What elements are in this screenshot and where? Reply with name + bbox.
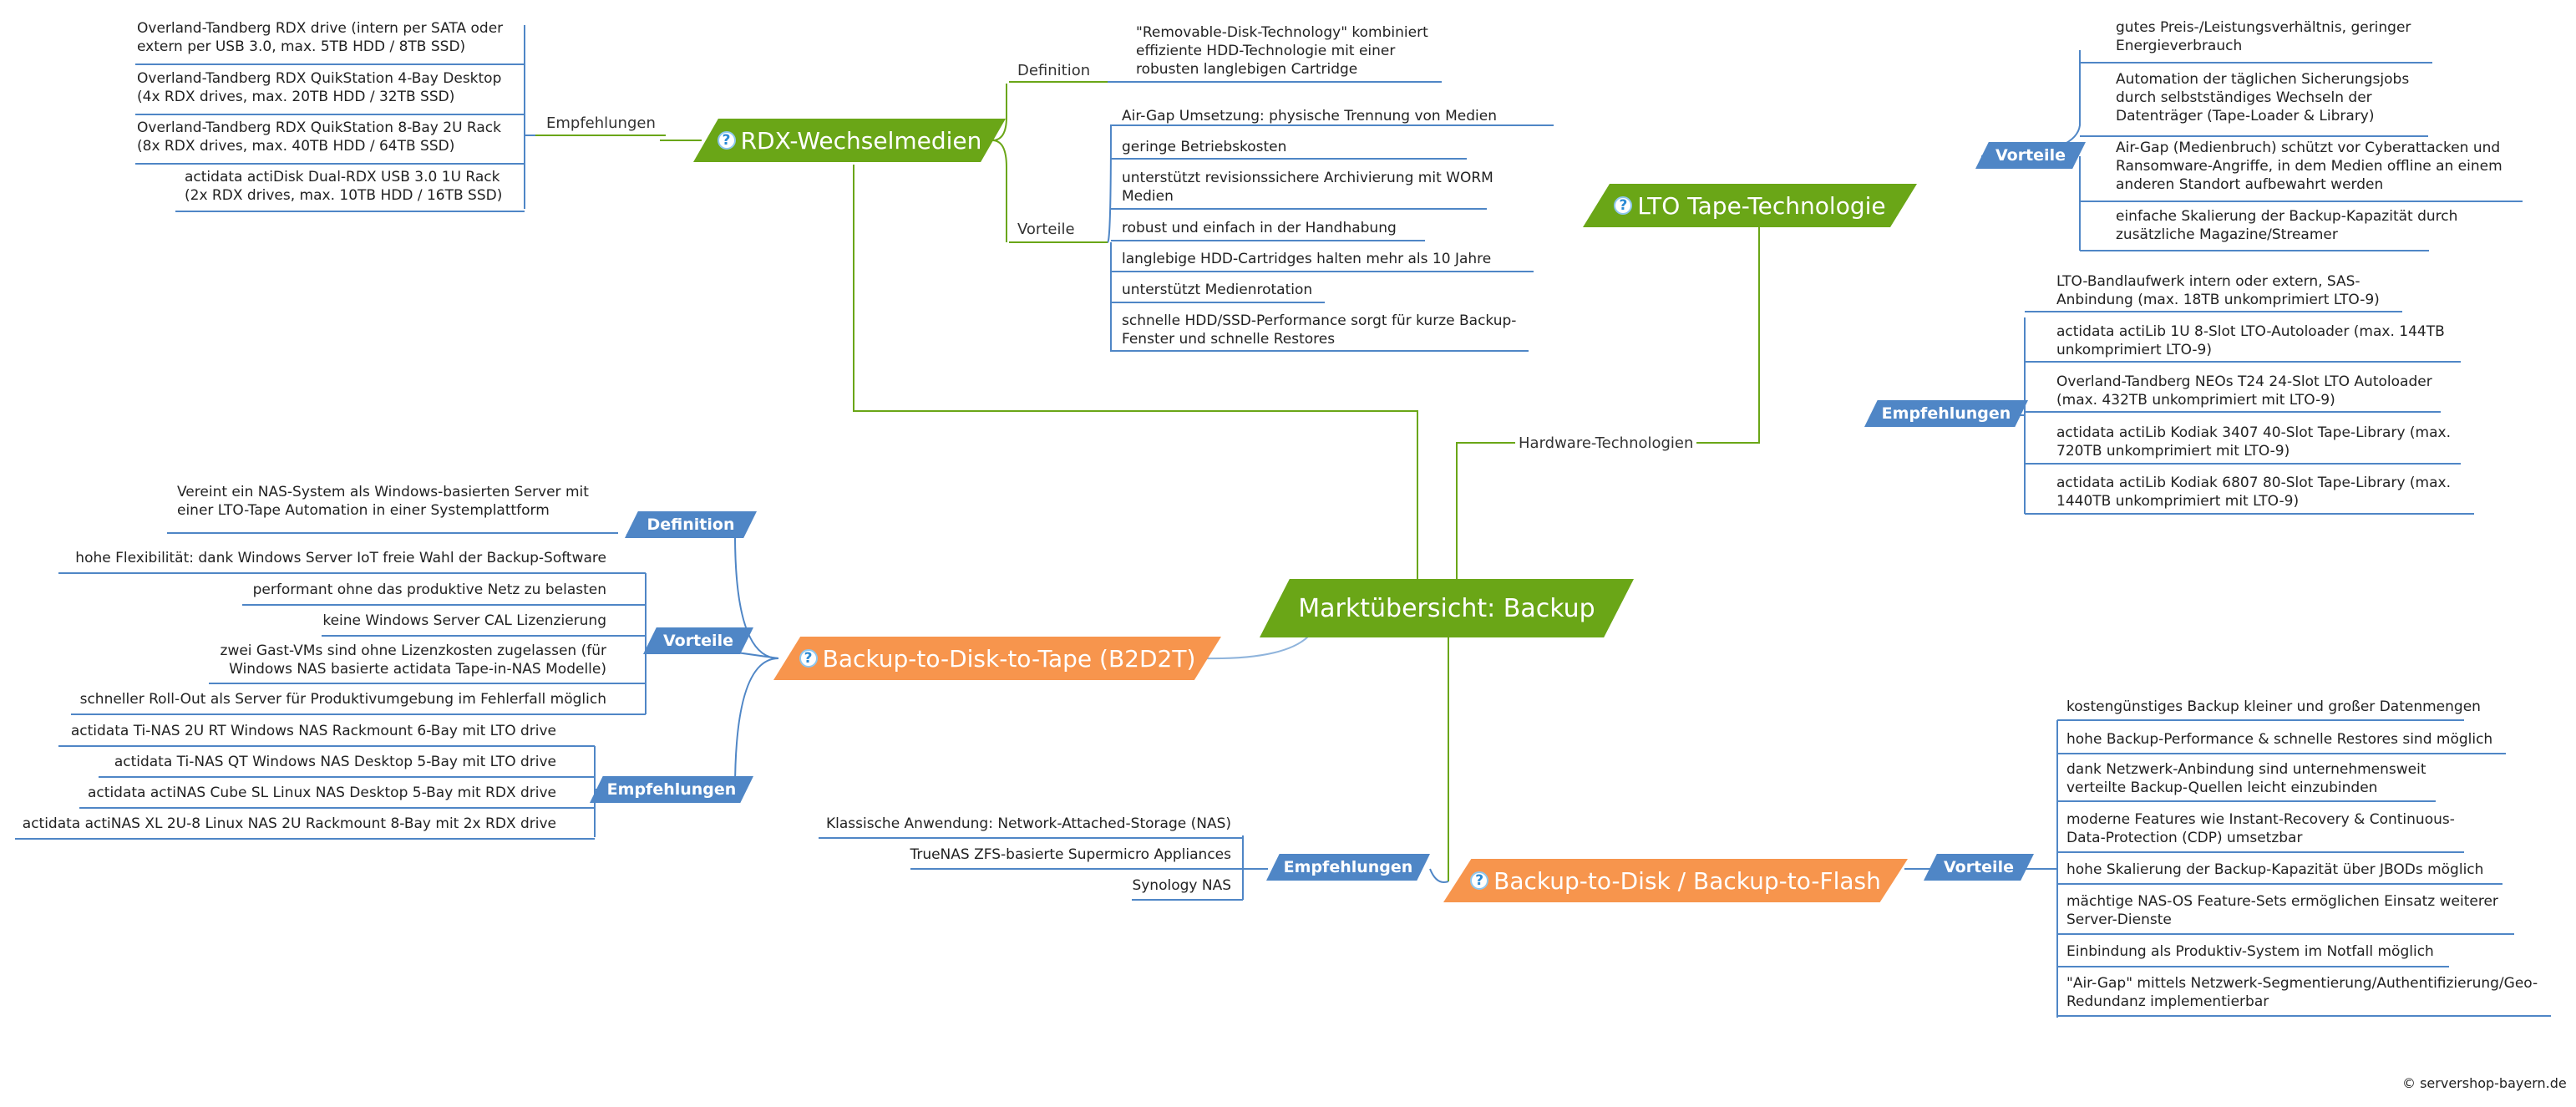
rdx-definition-label[interactable]: Definition [1017, 62, 1091, 79]
rdx-vorteil-4: robust und einfach in der Handhabung [1122, 220, 1397, 236]
topic-lto-label: LTO Tape-Technologie [1637, 191, 1886, 220]
help-icon[interactable]: ? [1614, 196, 1633, 215]
b2d2t-definition-tag[interactable]: Definition [625, 511, 757, 538]
b2d-vorteile-tag[interactable]: Vorteile [1924, 854, 2034, 881]
b2d-vorteil-8: "Air-Gap" mittels Netzwerk-Segmentierung… [2066, 975, 2538, 1010]
topic-b2d2t-label: Backup-to-Disk-to-Tape (B2D2T) [822, 644, 1196, 673]
topic-rdx[interactable]: ? RDX-Wechselmedien [693, 119, 1006, 162]
hardware-technologien-label: Hardware-Technologien [1515, 434, 1697, 452]
rdx-empfehlung-2: Overland-Tandberg RDX QuikStation 4-Bay … [137, 70, 502, 105]
lto-vorteile-label: Vorteile [1995, 146, 2066, 165]
rdx-vorteil-6: unterstützt Medienrotation [1122, 282, 1313, 298]
lto-empfehlung-2: actidata actiLib 1U 8-Slot LTO-Autoloade… [2056, 323, 2445, 358]
topic-b2d-label: Backup-to-Disk / Backup-to-Flash [1493, 866, 1881, 895]
b2d2t-vorteil-4: zwei Gast-VMs sind ohne Lizenzkosten zug… [220, 642, 606, 678]
b2d2t-vorteil-2: performant ohne das produktive Netz zu b… [252, 581, 606, 598]
b2d-vorteile-label: Vorteile [1944, 858, 2014, 876]
rdx-vorteil-3: unterstützt revisionssichere Archivierun… [1122, 170, 1493, 205]
b2d-empfehlungen-tag[interactable]: Empfehlungen [1266, 854, 1430, 881]
central-topic-label: Marktübersicht: Backup [1298, 593, 1595, 623]
b2d2t-vorteil-5: schneller Roll-Out als Server für Produk… [79, 691, 606, 708]
b2d-vorteil-6: mächtige NAS-OS Feature-Sets ermöglichen… [2066, 893, 2498, 928]
topic-b2d2t[interactable]: ? Backup-to-Disk-to-Tape (B2D2T) [773, 637, 1221, 680]
b2d2t-vorteil-1: hohe Flexibilität: dank Windows Server I… [75, 550, 606, 566]
b2d-vorteil-2: hohe Backup-Performance & schnelle Resto… [2066, 731, 2493, 748]
rdx-vorteil-1: Air-Gap Umsetzung: physische Trennung vo… [1122, 108, 1497, 124]
b2d-vorteil-3: dank Netzwerk-Anbindung sind unternehmen… [2066, 761, 2426, 796]
help-icon[interactable]: ? [717, 131, 736, 150]
lto-empfehlung-3: Overland-Tandberg NEOs T24 24-Slot LTO A… [2056, 373, 2432, 409]
lto-vorteil-2: Automation der täglichen Sicherungsjobs … [2116, 71, 2410, 124]
lto-empfehlungen-tag[interactable]: Empfehlungen [1864, 400, 2028, 427]
b2d2t-empfehlung-1: actidata Ti-NAS 2U RT Windows NAS Rackmo… [70, 723, 556, 739]
copyright: © servershop-bayern.de [2402, 1075, 2567, 1091]
b2d-empfehlung-2: TrueNAS ZFS-basierte Supermicro Applianc… [910, 846, 1231, 863]
rdx-empfehlung-3: Overland-Tandberg RDX QuikStation 8-Bay … [137, 119, 501, 155]
wire-center-lto [1456, 227, 1760, 585]
b2d2t-empfehlungen-label: Empfehlungen [606, 780, 737, 799]
lto-vorteil-1: gutes Preis-/Leistungsverhältnis, gering… [2116, 19, 2411, 54]
b2d2t-vorteile-label: Vorteile [663, 632, 733, 650]
b2d-vorteil-4: moderne Features wie Instant-Recovery & … [2066, 811, 2455, 846]
rdx-empfehlung-1: Overland-Tandberg RDX drive (intern per … [137, 20, 504, 55]
rdx-vorteil-5: langlebige HDD-Cartridges halten mehr al… [1122, 251, 1492, 267]
central-topic[interactable]: Marktübersicht: Backup [1260, 579, 1634, 637]
b2d2t-definition-label: Definition [647, 515, 735, 534]
b2d-vorteil-1: kostengünstiges Backup kleiner und große… [2066, 698, 2481, 715]
rdx-empfehlungen-label[interactable]: Empfehlungen [546, 114, 656, 132]
rdx-vorteil-2: geringe Betriebskosten [1122, 139, 1287, 155]
b2d2t-empfehlung-2: actidata Ti-NAS QT Windows NAS Desktop 5… [114, 754, 556, 770]
b2d-empfehlung-3: Synology NAS [1132, 877, 1231, 894]
topic-b2d[interactable]: ? Backup-to-Disk / Backup-to-Flash [1443, 859, 1908, 902]
help-icon[interactable]: ? [1470, 871, 1489, 890]
lto-vorteil-4: einfache Skalierung der Backup-Kapazität… [2116, 208, 2458, 243]
b2d2t-vorteil-3: keine Windows Server CAL Lizenzierung [322, 612, 606, 629]
wire-center-rdx [853, 165, 1418, 585]
b2d2t-empfehlung-3: actidata actiNAS Cube SL Linux NAS Deskt… [88, 785, 556, 801]
wire-rdx-vort [991, 140, 1007, 242]
b2d-vorteil-7: Einbindung als Produktiv-System im Notfa… [2066, 943, 2434, 960]
topic-lto[interactable]: ? LTO Tape-Technologie [1583, 184, 1917, 227]
b2d2t-empfehlung-4: actidata actiNAS XL 2U-8 Linux NAS 2U Ra… [22, 815, 556, 832]
rdx-vorteil-7: schnelle HDD/SSD-Performance sorgt für k… [1122, 312, 1517, 348]
lto-vorteil-3: Air-Gap (Medienbruch) schützt vor Cybera… [2116, 140, 2502, 193]
b2d2t-empfehlungen-tag[interactable]: Empfehlungen [590, 776, 753, 803]
help-icon[interactable]: ? [799, 649, 818, 668]
lto-empfehlung-5: actidata actiLib Kodiak 6807 80-Slot Tap… [2056, 475, 2451, 510]
b2d-empfehlung-1: Klassische Anwendung: Network-Attached-S… [825, 815, 1231, 832]
lto-empfehlung-4: actidata actiLib Kodiak 3407 40-Slot Tap… [2056, 424, 2451, 460]
lto-vorteile-tag[interactable]: Vorteile [1975, 142, 2086, 169]
b2d2t-vorteile-tag[interactable]: Vorteile [643, 627, 753, 654]
rdx-definition-text: "Removable-Disk-Technology" kombiniert e… [1136, 24, 1428, 78]
rdx-empfehlung-4: actidata actiDisk Dual-RDX USB 3.0 1U Ra… [185, 169, 503, 204]
lto-empfehlung-1: LTO-Bandlaufwerk intern oder extern, SAS… [2056, 273, 2380, 308]
b2d2t-definition-text: Vereint ein NAS-System als Windows-basie… [177, 484, 589, 519]
b2d-empfehlungen-label: Empfehlungen [1283, 858, 1413, 876]
lto-empfehlungen-label: Empfehlungen [1881, 404, 2011, 423]
wire-center-b2d2t [1202, 634, 1311, 660]
topic-rdx-label: RDX-Wechselmedien [740, 126, 982, 155]
b2d-vorteil-5: hohe Skalierung der Backup-Kapazität übe… [2066, 861, 2484, 878]
rdx-vorteile-label[interactable]: Vorteile [1017, 221, 1075, 238]
